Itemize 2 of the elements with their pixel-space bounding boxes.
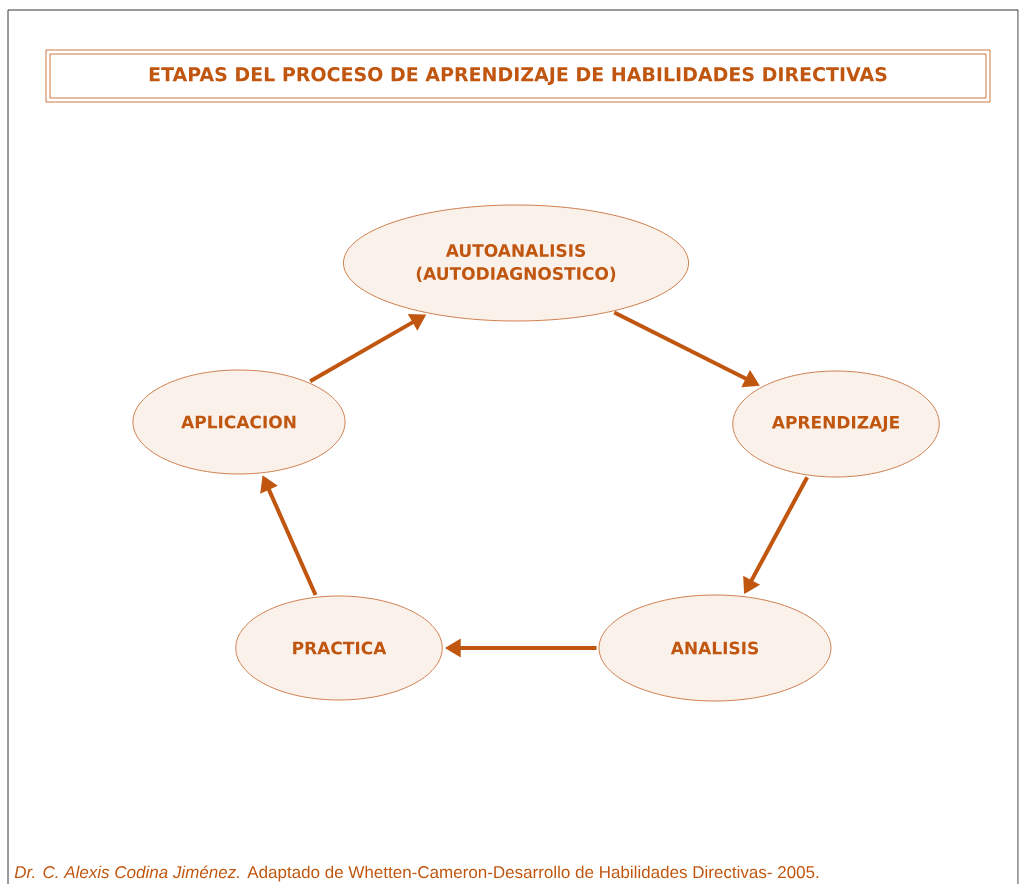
title-box: ETAPAS DEL PROCESO DE APRENDIZAJE DE HABILIDADES DIRECTIVAS [45,49,991,103]
caption: Dr. C. Alexis Codina Jiménez. Adaptado de Whetten-Cameron-Desarrollo de Habilidades Directivas- 2005. [14,865,819,882]
